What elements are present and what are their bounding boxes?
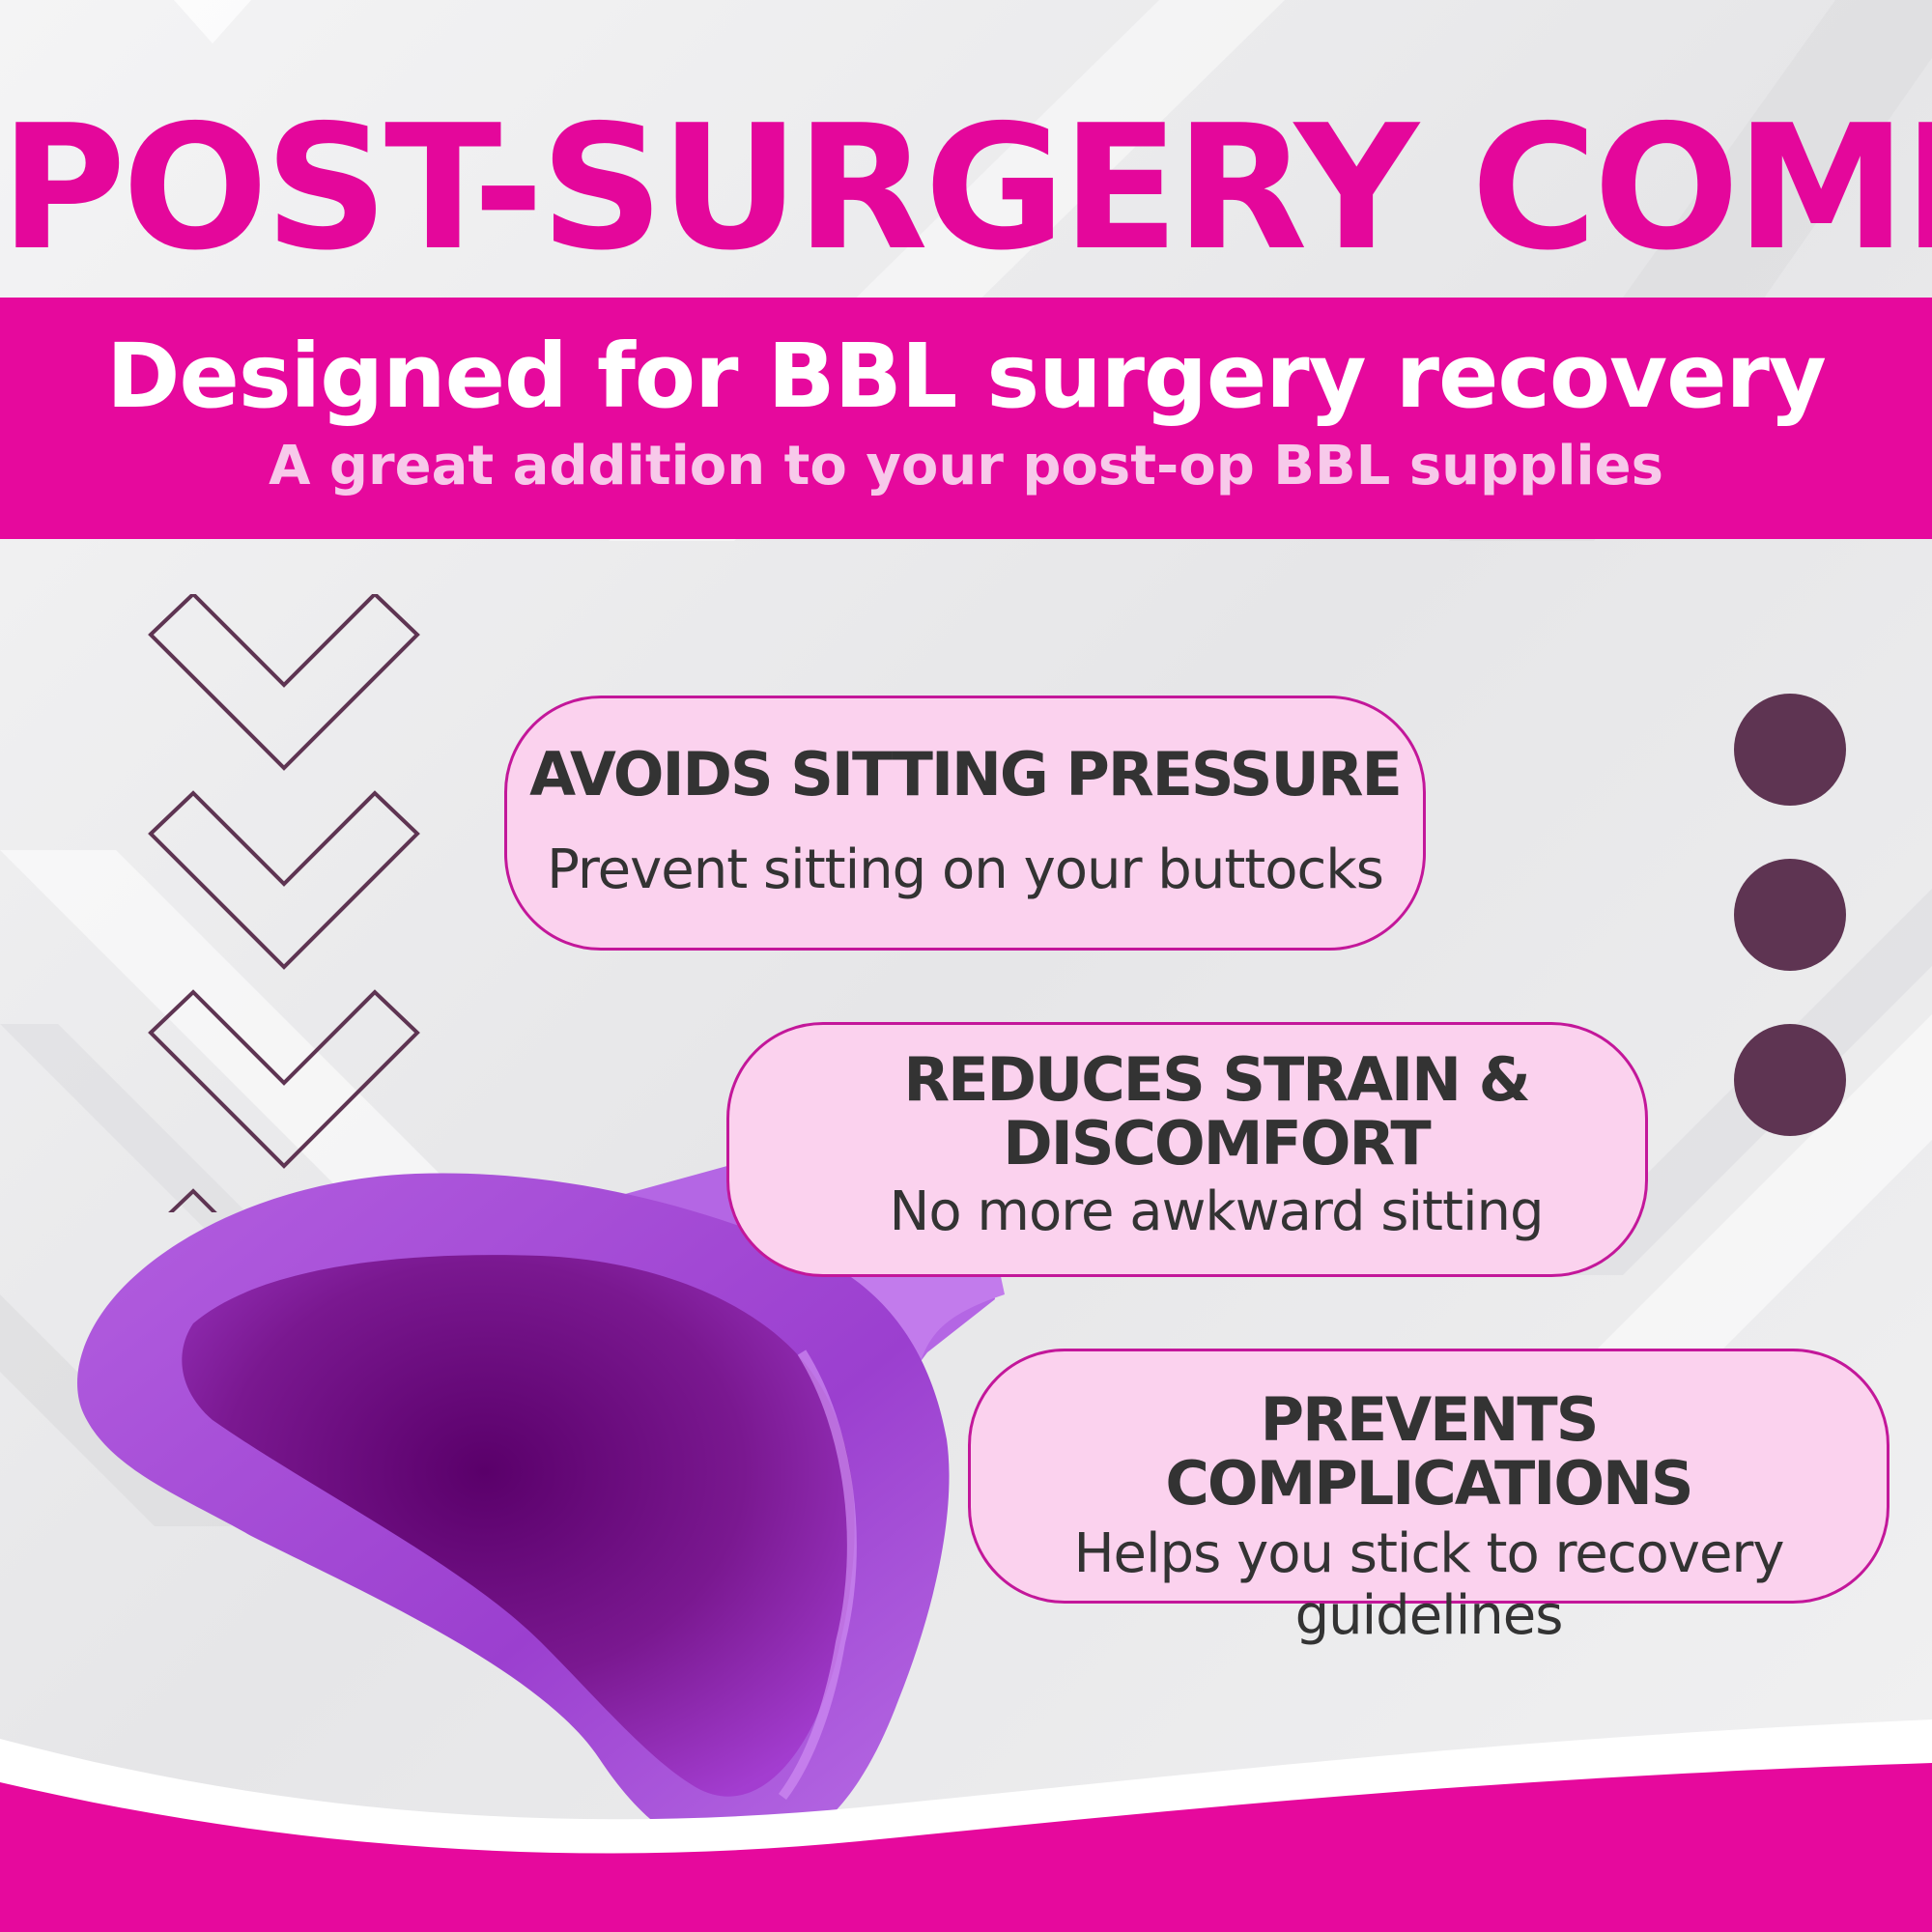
feature-title: PREVENTS COMPLICATIONS xyxy=(1165,1384,1693,1519)
check-icon xyxy=(148,790,420,970)
bullet-column xyxy=(1734,694,1850,1138)
feature-text: Helps you stick to recovery guidelines xyxy=(1073,1522,1784,1647)
feature-card: PREVENTS COMPLICATIONS Helps you stick t… xyxy=(968,1349,1889,1647)
feature-text: No more awkward sitting xyxy=(889,1180,1544,1243)
page-title: POST-SURGERY COMFORT xyxy=(0,88,1932,288)
check-icon xyxy=(148,989,420,1169)
dot-icon xyxy=(1734,859,1846,971)
feature-title: AVOIDS SITTING PRESSURE xyxy=(529,739,1403,810)
dot-icon xyxy=(1734,1024,1846,1136)
subtitle-band xyxy=(0,298,1932,539)
feature-text: Prevent sitting on your buttocks xyxy=(547,838,1384,901)
feature-card: AVOIDS SITTING PRESSURE Prevent sitting … xyxy=(504,696,1426,951)
dot-icon xyxy=(1734,694,1846,806)
check-icon xyxy=(148,594,420,771)
band-title: Designed for BBL surgery recovery xyxy=(106,325,1827,428)
feature-title: REDUCES STRAIN & DISCOMFORT xyxy=(903,1044,1530,1179)
band-subtitle: A great addition to your post-op BBL sup… xyxy=(269,435,1663,497)
feature-card: REDUCES STRAIN & DISCOMFORT No more awkw… xyxy=(726,1022,1648,1277)
